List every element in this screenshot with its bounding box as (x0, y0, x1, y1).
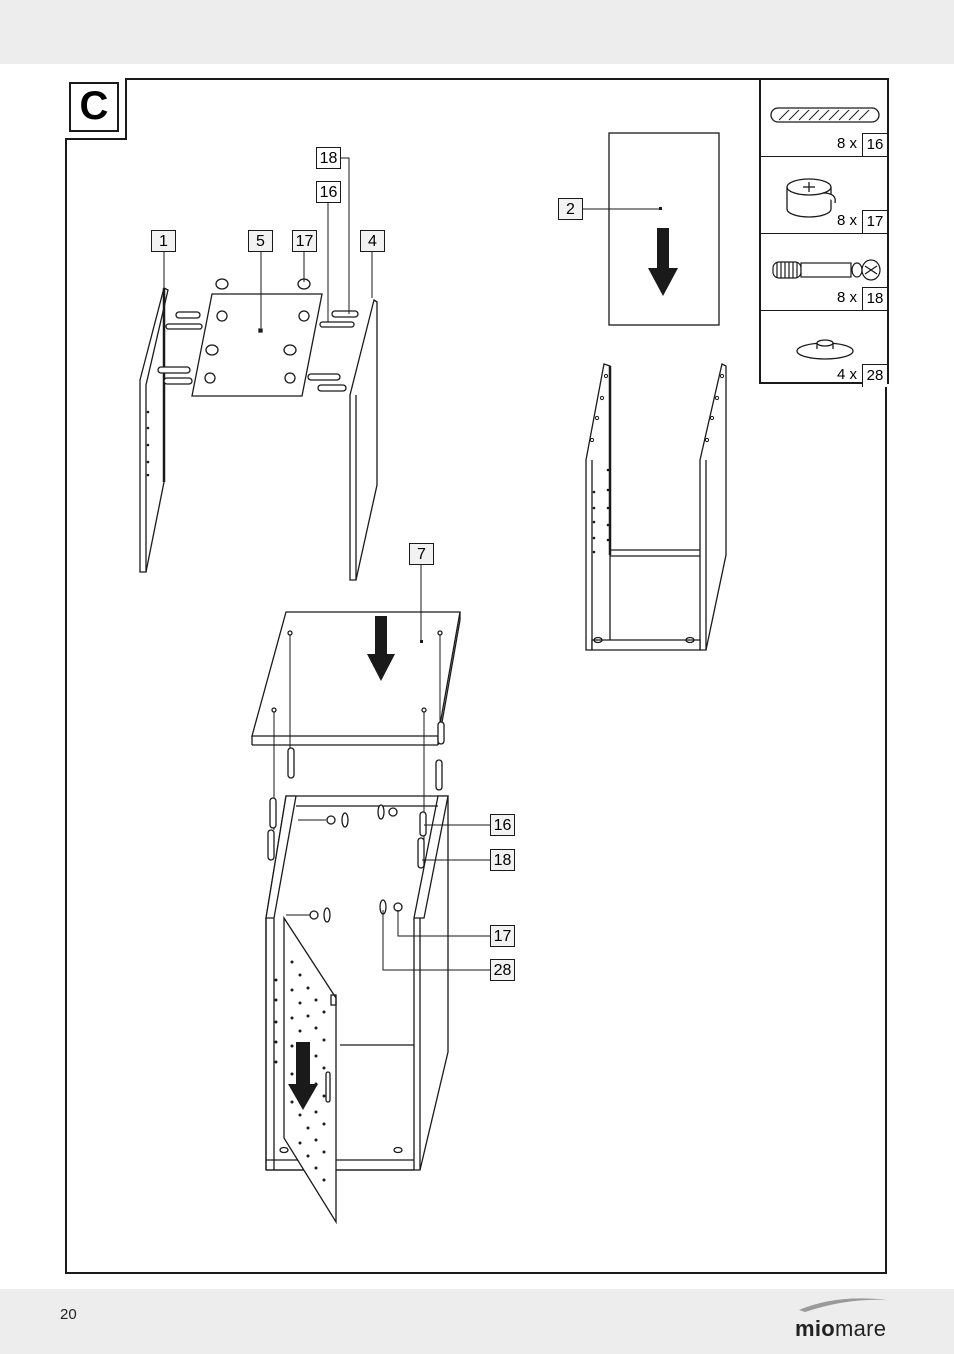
dowel-icon (770, 107, 880, 123)
brand-bold: mio (795, 1316, 836, 1341)
callout-part-1: 1 (151, 230, 176, 252)
callout-part-16-top: 16 (316, 181, 341, 203)
step-letter: C (69, 82, 119, 132)
lower-assembly (251, 565, 490, 1225)
instruction-frame (65, 78, 887, 1274)
callout-part-17-lower: 17 (490, 925, 515, 947)
part-number: 18 (862, 287, 887, 310)
part-row-28: 4 x 28 (761, 311, 887, 387)
part-qty: 8 x (836, 135, 857, 152)
brand-light: mare (835, 1316, 887, 1341)
parts-list: 8 x 16 8 x 17 8 (759, 78, 889, 387)
page-number: 20 (60, 1306, 77, 1323)
part-number: 28 (862, 364, 887, 387)
part-qty: 8 x (836, 212, 857, 229)
part-row-16: 8 x 16 (761, 80, 887, 157)
part-number: 16 (862, 133, 887, 156)
part-number: 17 (862, 210, 887, 233)
part-row-18: 8 x 18 (761, 234, 887, 311)
cam-lock-icon (786, 178, 836, 218)
callout-part-28-lower: 28 (490, 959, 515, 981)
callout-part-7: 7 (409, 543, 434, 565)
upper-assembly (139, 157, 378, 581)
callout-part-2: 2 (558, 198, 583, 220)
callout-part-16-lower: 16 (490, 814, 515, 836)
callout-part-17: 17 (292, 230, 317, 252)
logo-swoosh-icon (799, 1298, 887, 1312)
callout-part-18-lower: 18 (490, 849, 515, 871)
part-qty: 8 x (836, 289, 857, 306)
brand-logo: miomare (795, 1298, 887, 1342)
back-panel-assembly (583, 132, 727, 651)
part-qty: 4 x (836, 366, 857, 383)
header-band (0, 0, 954, 64)
cam-bolt-icon (772, 259, 881, 281)
callout-part-18-top: 18 (316, 147, 341, 169)
part-row-17: 8 x 17 (761, 157, 887, 234)
callout-part-4: 4 (360, 230, 385, 252)
washer-icon (796, 339, 854, 360)
callout-part-5: 5 (248, 230, 273, 252)
footer-band (0, 1289, 954, 1354)
step-marker: C (65, 78, 127, 140)
